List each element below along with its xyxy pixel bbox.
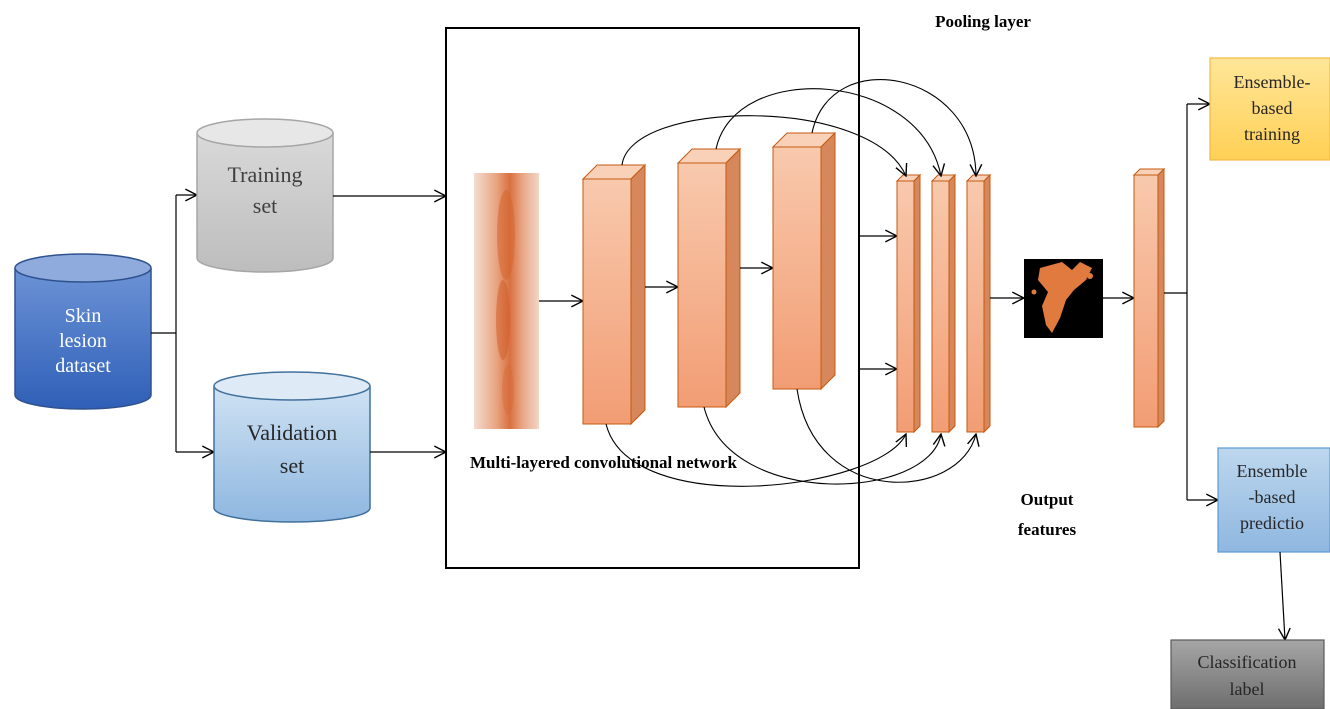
ensemble-training-label-line-2: based (1252, 98, 1293, 118)
classification-label-line-1: Classification (1198, 652, 1297, 672)
pooling-layer-1 (895, 173, 922, 434)
dataset-label-line-1: Skin (65, 305, 102, 327)
classification-label-line-2: label (1230, 679, 1265, 699)
output-feature-map (1024, 259, 1103, 338)
pooling-label: Pooling layer (935, 12, 1031, 31)
classification-label-box: Classification label (1170, 639, 1325, 709)
dataset-label-line-2: lesion (59, 330, 107, 352)
ensemble-training-label-line-3: training (1244, 124, 1300, 144)
training-set-label-line-1: Training (228, 162, 303, 187)
cnn-frame (445, 27, 860, 569)
skip-connections (605, 79, 976, 487)
skin-lesion-image (474, 173, 539, 429)
ensemble-training-box: Ensemble- based training (1209, 57, 1330, 161)
output-features-label-line-1: Output (1021, 490, 1074, 509)
pooling-layer-3 (965, 173, 992, 434)
conv-layer-1 (581, 163, 647, 426)
training-set: Training set (196, 118, 334, 273)
ensemble-prediction-box: Ensemble -based predictio (1217, 447, 1330, 553)
conv-layer-2 (676, 147, 742, 409)
pooling-layer-2 (930, 173, 957, 434)
conv-layer-3 (771, 131, 837, 391)
ensemble-branch-connector (1164, 104, 1218, 500)
cnn-label: Multi-layered convolutional network (470, 453, 737, 472)
ensemble-training-label-line-1: Ensemble- (1234, 72, 1311, 92)
dense-output-layer (1132, 167, 1166, 429)
ensemble-prediction-label-line-2: -based (1249, 487, 1296, 507)
dataset-split-connector (151, 195, 214, 452)
validation-set: Validation set (213, 371, 371, 523)
prediction-to-label-arrow (1280, 551, 1285, 640)
training-set-label-line-2: set (253, 193, 277, 218)
dataset-label-line-3: dataset (55, 355, 111, 377)
output-features-label-line-2: features (1018, 520, 1077, 539)
skin-lesion-dataset: Skin lesion dataset (14, 253, 152, 410)
ensemble-prediction-label-line-3: predictio (1240, 513, 1304, 533)
ensemble-prediction-label-line-1: Ensemble (1237, 461, 1308, 481)
validation-set-label-line-2: set (280, 453, 304, 478)
validation-set-label-line-1: Validation (247, 420, 337, 445)
